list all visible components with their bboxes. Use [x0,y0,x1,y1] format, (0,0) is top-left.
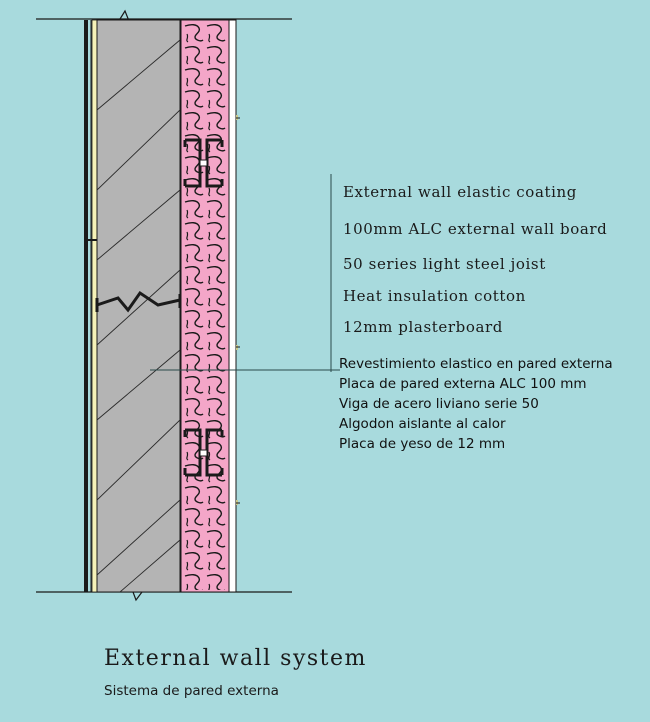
title-english: External wall system [104,646,367,671]
label-es-alc-board: Placa de pared externa ALC 100 mm [339,376,587,392]
label-es-elastic-coating: Revestimiento elastico en pared externa [339,356,613,372]
label-es-steel-joist: Viga de acero liviano serie 50 [339,396,539,412]
steel-joist-top [183,138,224,188]
label-en-steel-joist: 50 series light steel joist [343,255,546,273]
label-en-insulation: Heat insulation cotton [343,287,526,305]
label-es-insulation: Algodon aislante al calor [339,416,506,432]
label-es-plasterboard: Placa de yeso de 12 mm [339,436,506,452]
alc-board-layer [96,19,181,593]
label-en-alc-board: 100mm ALC external wall board [343,220,608,238]
title-spanish: Sistema de pared externa [104,683,279,699]
steel-joist-bottom [183,428,224,477]
outer-edge-strip [84,20,88,592]
plasterboard-layer [228,19,237,593]
spanish-labels: Revestimiento elastico en pared externa … [339,354,639,454]
board-connector [95,290,182,313]
leader-lines [150,174,340,372]
alc-board-hatch [97,39,180,592]
label-en-elastic-coating: External wall elastic coating [343,183,577,201]
label-en-plasterboard: 12mm plasterboard [343,318,503,336]
